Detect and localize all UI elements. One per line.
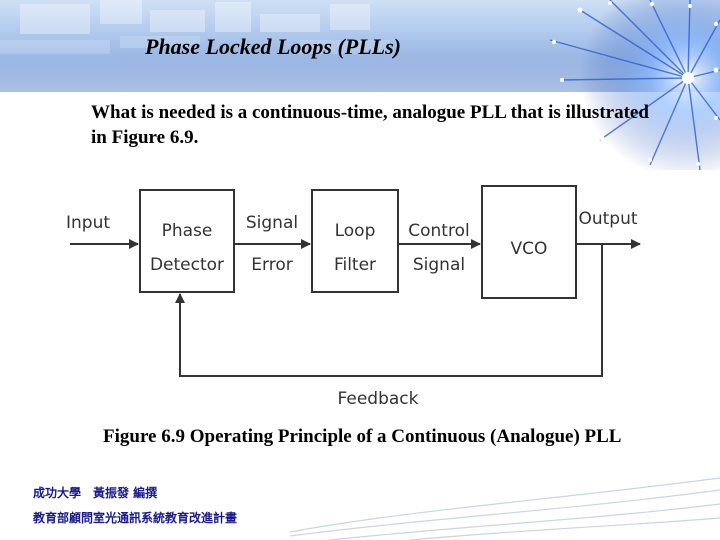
feedback-label: Feedback <box>338 389 419 409</box>
phase-detector-block <box>139 189 235 293</box>
loop-filter-label-2: Filter <box>334 255 376 275</box>
loop-filter-label-1: Loop <box>335 221 376 241</box>
figure-caption: Figure 6.9 Operating Principle of a Cont… <box>103 426 622 447</box>
input-label: Input <box>66 213 110 233</box>
vco-block <box>481 185 577 299</box>
output-label: Output <box>578 209 637 229</box>
feedback-path <box>175 244 603 377</box>
header-decoration <box>0 0 390 54</box>
control-label-1: Control <box>408 221 469 241</box>
fiber-optic-graphic <box>540 0 720 170</box>
pll-block-diagram: Input Output Phase Detector Signal Error… <box>66 185 641 409</box>
footer-project: 教育部顧問室光通訊系統教育改進計畫 <box>33 511 238 525</box>
phase-detector-label-1: Phase <box>162 221 213 241</box>
slide-title: Phase Locked Loops (PLLs) <box>145 34 401 59</box>
body-paragraph: What is needed is a continuous-time, ana… <box>91 102 649 148</box>
footer-decoration <box>290 477 720 540</box>
footer-author: 成功大學 黃振發 編撰 <box>33 486 158 500</box>
error-label-1: Signal <box>246 213 298 233</box>
loop-filter-block <box>311 189 399 293</box>
phase-detector-label-2: Detector <box>150 255 224 275</box>
error-label-2: Error <box>251 255 292 275</box>
vco-label: VCO <box>511 239 548 259</box>
control-label-2: Signal <box>413 255 465 275</box>
